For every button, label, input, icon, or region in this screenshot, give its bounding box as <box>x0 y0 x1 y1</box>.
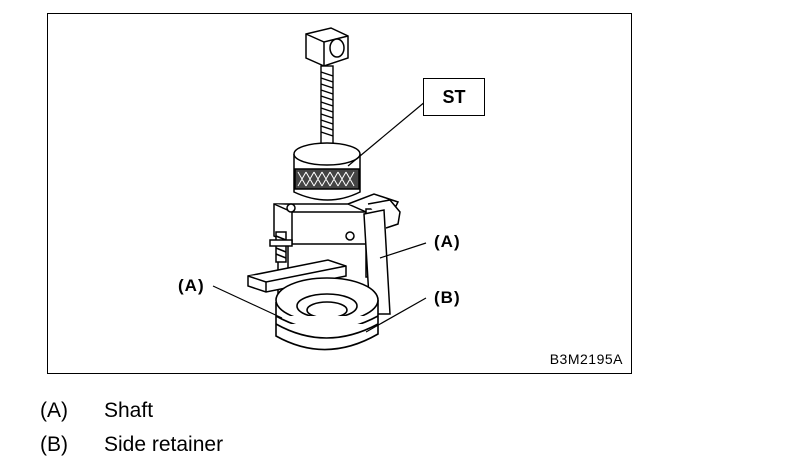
threaded-screw <box>320 65 334 145</box>
lower-bar <box>247 231 347 293</box>
legend-text: Side retainer <box>104 433 224 456</box>
callout-a-left: (A) <box>178 276 205 295</box>
legend-item-b: (B) Side retainer <box>40 433 223 457</box>
figure-code: B3M2195A <box>549 351 623 367</box>
legend-item-a: (A) Shaft <box>40 399 153 423</box>
special-tool-label: ST <box>423 78 485 116</box>
figure-frame: ST (A) (A) (B) B3M2195A <box>47 13 632 374</box>
callout-a-right: (A) <box>434 232 461 251</box>
t-handle <box>305 27 349 67</box>
side-retainer <box>275 277 379 351</box>
callout-b-right: (B) <box>434 288 461 307</box>
leader-lines <box>212 100 427 333</box>
tool-illustration <box>212 27 427 351</box>
legend-key: (B) <box>40 433 68 456</box>
legend-key: (A) <box>40 399 68 422</box>
knurled-nut <box>293 142 361 201</box>
legend-text: Shaft <box>104 399 154 422</box>
